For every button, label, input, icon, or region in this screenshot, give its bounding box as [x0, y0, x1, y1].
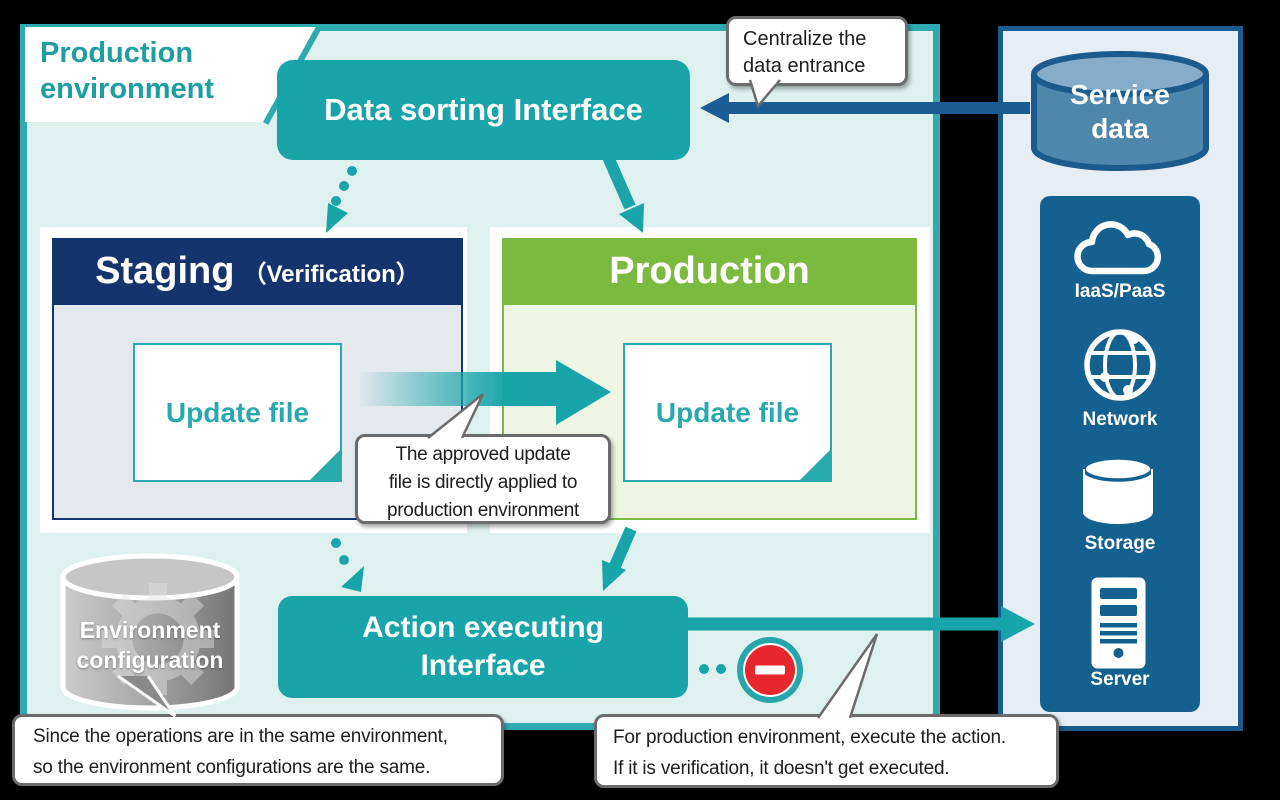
staging-update-file-doc: Update file: [133, 343, 342, 482]
environment-configuration-cylinder: Environment configuration: [55, 547, 245, 717]
staging-header: Staging （Verification）: [52, 238, 463, 305]
production-header: Production: [502, 238, 917, 305]
environment-configuration-label: Environment configuration: [76, 617, 224, 673]
data-sorting-interface-box: Data sorting Interface: [277, 60, 690, 160]
staging-subtitle: （Verification）: [242, 261, 420, 288]
server-label: Server: [1090, 669, 1150, 690]
iaas-paas-label: IaaS/PaaS: [1074, 281, 1166, 302]
page-fold-icon: [798, 448, 832, 482]
production-environment-label: [25, 27, 317, 122]
env-label-line1: Production: [40, 37, 194, 69]
action-executing-interface-label: Action executing Interface: [362, 611, 604, 682]
service-data-label: Service data: [1070, 79, 1170, 144]
action-executing-interface-box: Action executing Interface: [278, 596, 688, 698]
staging-update-file-label: Update file: [165, 397, 310, 428]
production-update-file-label: Update file: [655, 397, 800, 428]
staging-title: Staging: [95, 250, 235, 292]
staging-box: Staging （Verification）: [52, 238, 463, 520]
callout-same-environment: Since the operations are in the same env…: [12, 714, 504, 786]
storage-label: Storage: [1084, 533, 1156, 554]
callout-approved-update: The approved update file is directly app…: [355, 434, 611, 524]
database-cylinder-icon: [1031, 51, 1209, 171]
service-data-cylinder: Service data: [1025, 48, 1215, 173]
network-label: Network: [1082, 409, 1158, 430]
env-label-line2: environment: [40, 73, 215, 105]
database-cylinder-icon: [60, 553, 240, 711]
production-update-file-doc: Update file: [623, 343, 832, 482]
page-fold-icon: [308, 448, 342, 482]
callout-centralize: Centralize the data entrance: [726, 16, 908, 86]
callout-execute-action: For production environment, execute the …: [594, 714, 1059, 788]
production-environment-label-text: Production environment: [40, 35, 214, 107]
globe-icon: [1084, 329, 1156, 401]
server-icon: [1091, 577, 1146, 669]
production-title: Production: [609, 250, 810, 292]
data-sorting-interface-label: Data sorting Interface: [324, 92, 643, 127]
cloud-icon: [1074, 221, 1162, 275]
storage-icon: [1082, 456, 1154, 524]
